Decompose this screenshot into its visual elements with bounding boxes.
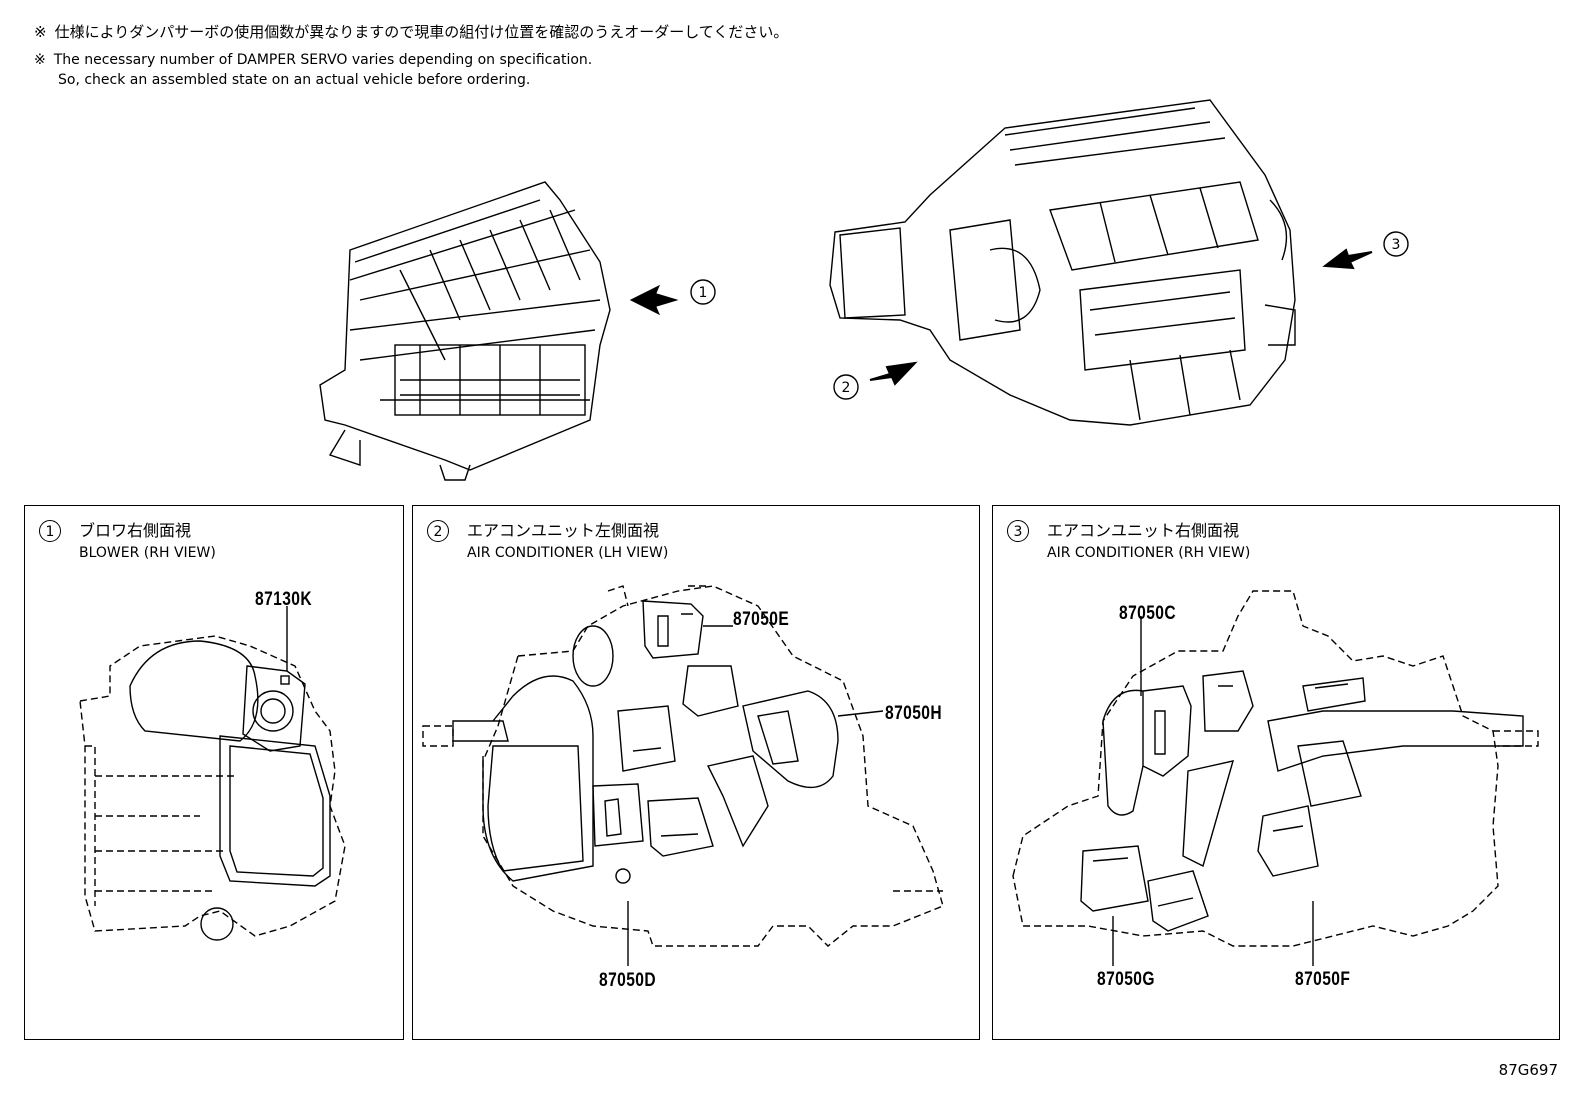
callout-arrow-1 bbox=[629, 279, 716, 316]
blower-unit-drawing bbox=[319, 181, 611, 481]
ac-lh-drawing bbox=[422, 585, 944, 966]
part-number-label: 87050E bbox=[733, 609, 790, 630]
ac-unit-drawing bbox=[829, 99, 1296, 426]
panel-heading: 2 エアコンユニット左側面視 AIR CONDITIONER (LH VIEW) bbox=[427, 520, 668, 561]
callout-label-2: 2 bbox=[842, 380, 851, 396]
blower-rh-drawing bbox=[79, 606, 346, 941]
callout-label-1: 1 bbox=[699, 285, 708, 301]
part-number-label: 87050D bbox=[599, 970, 657, 991]
panel-blower-rh-view: 1 ブロワ右側面視 BLOWER (RH VIEW) 87130K bbox=[24, 505, 404, 1040]
note-mark: ※ bbox=[34, 52, 46, 68]
part-number-label: 87130K bbox=[255, 589, 313, 610]
note-english-line2: So, check an assembled state on an actua… bbox=[58, 72, 531, 88]
callout-arrow-2 bbox=[833, 361, 918, 400]
panel-number-badge: 3 bbox=[1007, 520, 1029, 542]
panel-air-conditioner-rh-view: 3 エアコンユニット右側面視 AIR CONDITIONER (RH VIEW)… bbox=[992, 505, 1560, 1040]
note-english-line1: ※ The necessary number of DAMPER SERVO va… bbox=[34, 50, 592, 70]
panel-air-conditioner-lh-view: 2 エアコンユニット左側面視 AIR CONDITIONER (LH VIEW)… bbox=[412, 505, 980, 1040]
part-number-label: 87050H bbox=[885, 703, 943, 724]
note-mark: ※ bbox=[34, 23, 47, 41]
part-number-label: 87050F bbox=[1295, 969, 1351, 990]
panel-heading: 1 ブロワ右側面視 BLOWER (RH VIEW) bbox=[39, 520, 216, 561]
part-number-label: 87050C bbox=[1119, 603, 1177, 624]
panel-title-en: BLOWER (RH VIEW) bbox=[79, 545, 216, 561]
note-japanese: ※ 仕様によりダンパサーボの使用個数が異なりますので現車の組付け位置を確認のうえオ… bbox=[34, 22, 788, 42]
ac-rh-drawing bbox=[1012, 590, 1539, 966]
panel-number-badge: 2 bbox=[427, 520, 449, 542]
panel-heading: 3 エアコンユニット右側面視 AIR CONDITIONER (RH VIEW) bbox=[1007, 520, 1250, 561]
panel-title-en: AIR CONDITIONER (RH VIEW) bbox=[1047, 545, 1251, 561]
panel-number-badge: 1 bbox=[39, 520, 61, 542]
note-jp-text: 仕様によりダンパサーボの使用個数が異なりますので現車の組付け位置を確認のうえオー… bbox=[54, 23, 789, 41]
part-number-label: 87050G bbox=[1097, 969, 1155, 990]
note-en1-text: The necessary number of DAMPER SERVO var… bbox=[53, 52, 593, 68]
callout-label-3: 3 bbox=[1392, 237, 1401, 253]
overview-illustration: 1 2 3 bbox=[319, 99, 1409, 481]
panel-title-jp: エアコンユニット左側面視 bbox=[467, 521, 660, 540]
panel-title-jp: ブロワ右側面視 bbox=[79, 521, 192, 540]
panel-title-en: AIR CONDITIONER (LH VIEW) bbox=[467, 545, 669, 561]
panel-title-jp: エアコンユニット右側面視 bbox=[1047, 521, 1240, 540]
document-code: 87G697 bbox=[1498, 1061, 1558, 1079]
callout-arrow-3 bbox=[1322, 231, 1409, 270]
